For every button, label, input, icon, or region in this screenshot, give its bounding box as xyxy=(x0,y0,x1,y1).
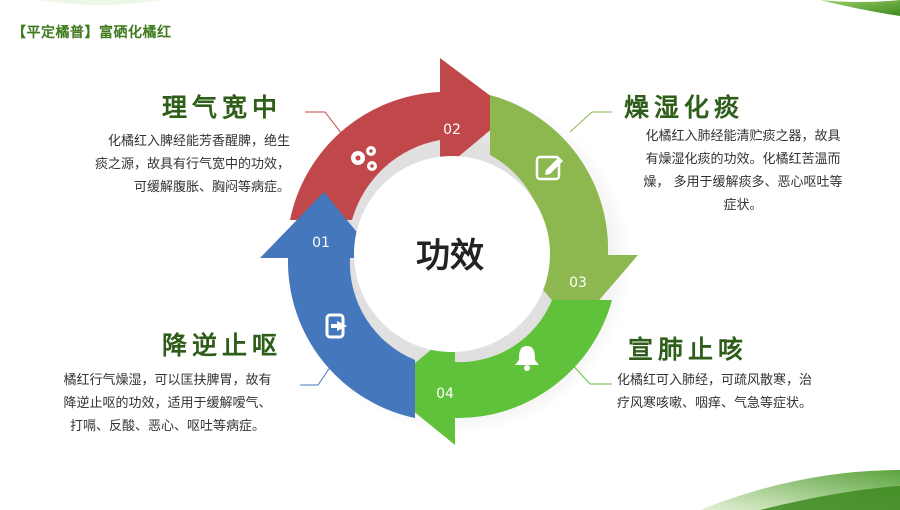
block-desc-bottom-right: 化橘红可入肺经，可疏风散寒，治 疗风寒咳嗽、咽痒、气急等症状。 xyxy=(617,373,813,411)
block-title-bottom-right: 宣肺止咳 xyxy=(628,335,749,364)
segment-02-number: 02 xyxy=(443,122,461,138)
connector-bottom-right xyxy=(567,359,612,385)
segment-01-number: 01 xyxy=(312,235,330,251)
connector-top-right xyxy=(569,111,612,133)
center-label: 功效 xyxy=(416,236,484,276)
block-desc-top-left: 化橘红入脾经能芳香醒脾，绝生 痰之源，故具有行气宽中的功效， 可缓解腹胀、胸闷等… xyxy=(94,134,290,195)
segment-04-number: 04 xyxy=(436,386,454,402)
segment-04-arc xyxy=(385,300,612,445)
segment-03-number: 03 xyxy=(569,275,587,291)
bell-icon xyxy=(515,346,539,371)
connector-top-left xyxy=(305,111,346,139)
segment-01-arc xyxy=(260,192,415,418)
block-title-top-left: 理气宽中 xyxy=(162,93,283,122)
sign-in-icon xyxy=(325,313,347,339)
block-title-bottom-left: 降逆止呕 xyxy=(162,331,283,360)
block-desc-top-right: 化橘红入肺经能清贮痰之器，故具 有燥湿化痰的功效。化橘红苦温而 燥， 多用于缓解… xyxy=(643,129,843,213)
block-desc-bottom-left: 橘红行气燥湿，可以匡扶脾胃，故有 降逆止呕的功效，适用于缓解嗳气、 打嗝、反酸、… xyxy=(63,373,272,434)
gears-icon xyxy=(351,146,377,171)
slide-header: 【平定橘普】富硒化橘红 xyxy=(12,25,172,41)
edit-icon xyxy=(535,155,563,181)
connector-bottom-left xyxy=(300,359,336,386)
block-title-top-right: 燥湿化痰 xyxy=(624,93,745,122)
segment-02-arc xyxy=(290,58,512,220)
